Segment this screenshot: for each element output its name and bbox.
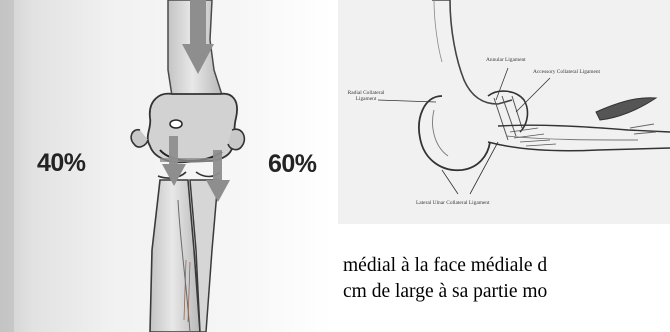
radial-collateral-ligament-label: Radial Collateral Ligament [346, 90, 386, 102]
body-text-line-2: cm de large à sa partie mo [343, 280, 547, 304]
annular-ligament-label: Annular Ligament [486, 57, 526, 63]
elbow-ligaments-illustration [338, 0, 670, 224]
ligaments-figure: Annular Ligament Accessory Collateral Li… [338, 0, 670, 224]
body-text-line-1: médial à la face médiale d [343, 254, 547, 278]
load-percentage-right: 60% [268, 150, 317, 179]
load-percentage-left: 40% [37, 149, 86, 178]
force-distribution-figure: 40% 60% [0, 0, 333, 332]
accessory-collateral-ligament-label: Accessory Collateral Ligament [533, 69, 600, 75]
lateral-ulnar-collateral-ligament-label: Lateral Ulnar Collateral Ligament [416, 200, 490, 206]
